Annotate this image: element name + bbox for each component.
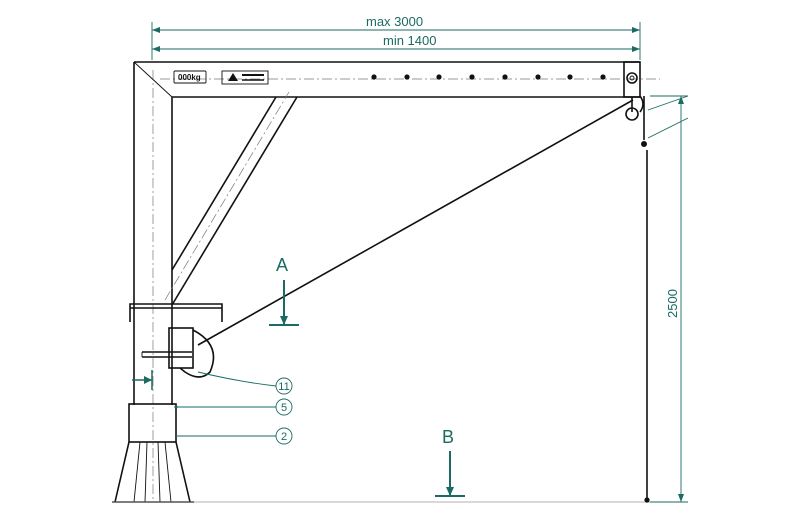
reference-2: 2 (176, 427, 293, 445)
column (133, 62, 173, 500)
section-b-label: B (442, 427, 454, 447)
section-marker-b: B (435, 427, 465, 497)
slewing-bracket (129, 303, 223, 378)
reference-5: 5 (174, 398, 293, 416)
warning-plate (221, 70, 269, 85)
diagonal-strut (164, 91, 298, 306)
hoist-hook (625, 95, 650, 503)
reference-11: 11 (197, 371, 293, 395)
load-plate: 000kg (173, 70, 207, 84)
tie-rope (197, 99, 634, 346)
section-marker-a: A (269, 255, 299, 326)
length-dimension: max 3000 min 1400 (151, 14, 641, 60)
reference-2-label: 2 (281, 431, 287, 443)
max-length-label: max 3000 (366, 14, 423, 29)
jib-holes (371, 74, 606, 80)
jib-arm: 000kg (133, 61, 660, 98)
column-offset-arrow (132, 370, 153, 390)
min-length-label: min 1400 (383, 33, 436, 48)
load-plate-text: 000kg (178, 73, 201, 82)
reference-11-label: 11 (278, 381, 289, 393)
height-dimension: 2500 (647, 95, 689, 503)
section-a-label: A (276, 255, 288, 275)
height-label: 2500 (665, 289, 680, 318)
reference-5-label: 5 (281, 402, 287, 414)
